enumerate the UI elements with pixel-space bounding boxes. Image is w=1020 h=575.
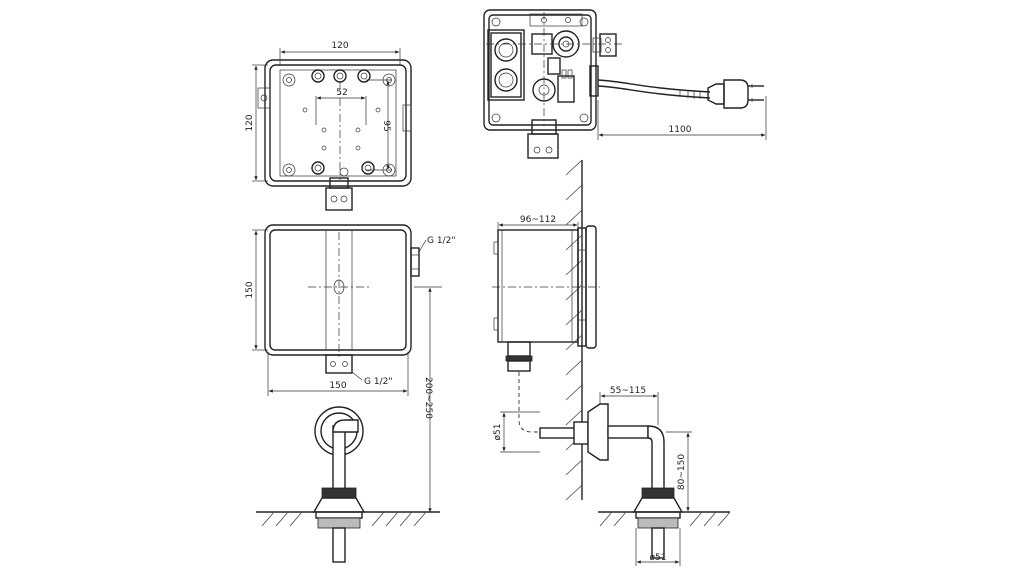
dim-cable-length: 1100 [669,125,692,135]
dim-inner-height: 95 [381,120,391,131]
wiring-view [483,9,767,159]
dim-depth: 96~112 [520,215,556,225]
dim-pipe-drop: 80~150 [677,454,687,490]
top-view [252,48,412,211]
dim-top-height: 120 [245,114,255,131]
dim-inner-width: 52 [336,88,347,98]
dim-offset: 55~115 [610,386,646,396]
label-thread-bottom: G 1/2" [364,377,392,387]
dim-front-height: 150 [245,281,255,298]
label-thread-side: G 1/2" [427,236,455,246]
front-view [252,224,442,513]
floor-pipe-left [256,406,440,563]
side-view [492,159,731,566]
dim-top-width: 120 [331,41,348,51]
dim-install-height: 200~250 [423,377,433,419]
dim-pipe-dia-left: ø51 [493,424,503,441]
dim-front-width: 150 [329,381,346,391]
dim-pipe-dia-bottom: ø51 [650,553,667,563]
